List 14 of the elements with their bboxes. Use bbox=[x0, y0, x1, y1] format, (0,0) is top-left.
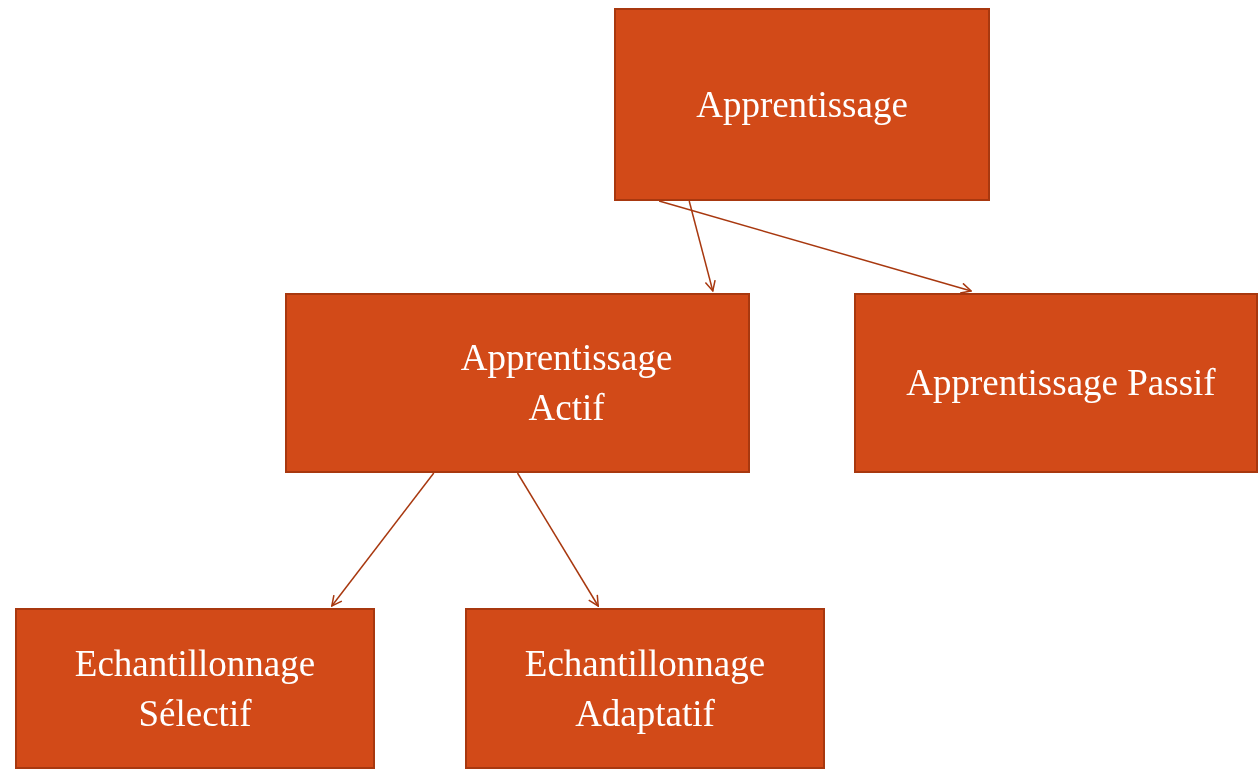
arrow bbox=[516, 472, 599, 607]
box-label: Apprentissage bbox=[696, 82, 908, 127]
process-box bbox=[15, 608, 375, 769]
process-box bbox=[285, 293, 750, 473]
box-label: Apprentissage Actif bbox=[459, 336, 674, 430]
arrow bbox=[688, 200, 716, 292]
process-box bbox=[465, 608, 825, 769]
process-box bbox=[854, 293, 1258, 473]
box-label: Apprentissage Passif bbox=[906, 361, 1216, 405]
arrow bbox=[331, 472, 435, 607]
process-box bbox=[614, 8, 990, 201]
box-label: Echantillonnage Sélectif bbox=[73, 641, 317, 736]
arrow bbox=[658, 200, 972, 294]
box-label: Echantillonnage Adaptatif bbox=[523, 641, 767, 736]
